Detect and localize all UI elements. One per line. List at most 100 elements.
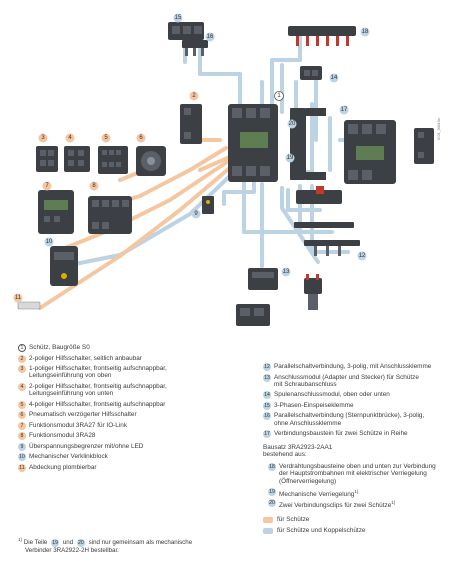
legend-text-9-0: Überspannungsbegrenzer mit/ohne LED — [29, 443, 143, 450]
legend-text-3-1: Leitungseinführung von oben — [29, 372, 167, 379]
part-terminal-module-adapter — [236, 268, 278, 326]
callout-5: 5 — [102, 134, 111, 143]
kit-badge-19: 19 — [268, 488, 276, 496]
part-coil-terminal-module — [300, 66, 322, 80]
legend-text-4-0: 2-poliger Hilfsschalter, frontseitig auf… — [29, 383, 167, 390]
svg-text:17: 17 — [341, 107, 348, 113]
footnote-line2: Verbinder 3RA2922-2H bestellbar. — [18, 547, 192, 554]
key-swatch-0 — [263, 517, 273, 523]
part-aux-switch-2-pole — [64, 146, 90, 172]
legend-item-13: 13Anschlussmodul (Adapter und Stecker) f… — [263, 374, 419, 389]
legend-item-12: 12Parallelschaltverbindung, 3-polig, mit… — [263, 363, 431, 371]
legend-text-17-0: Verbindungsbaustein für zwei Schütze in … — [274, 430, 408, 437]
svg-text:12: 12 — [359, 253, 366, 259]
callout-16: 16 — [206, 33, 215, 42]
callout-4: 4 — [66, 134, 75, 143]
kit-text-19-0: Mechanische Verriegelung1) — [279, 488, 358, 498]
svg-text:14: 14 — [331, 75, 338, 81]
kit-badge-18: 18 — [268, 463, 276, 471]
callout-1: 1 — [275, 92, 284, 101]
legend-text-7-0: Funktionsmodul 3RA27 für IO-Link — [29, 422, 127, 429]
kit-text-18-0: Verdrahtungsbausteine oben und unten zur… — [279, 463, 436, 470]
legend-text-11-0: Abdeckung plombierbar — [29, 464, 97, 471]
legend-badge-14: 14 — [263, 391, 271, 399]
callout-13: 13 — [282, 268, 291, 277]
callout-12: 12 — [358, 252, 367, 261]
part-pneumatic-delay-switch — [136, 146, 166, 176]
callout-3: 3 — [39, 134, 48, 143]
footnote-marker: 1) — [18, 537, 22, 542]
legend-badge-8: 8 — [18, 432, 26, 440]
legend-text-14-0: Spulenanschlussmodul, oben oder unten — [274, 391, 390, 398]
legend-text-16-1: ohne Anschlussklemme — [274, 420, 424, 427]
legend-text-2-0: 2-poliger Hilfsschalter, seitlich anbaub… — [29, 355, 142, 362]
footnote-before: Die Teile — [24, 539, 48, 546]
part-wiring-module-top — [288, 26, 356, 46]
footnote-mid: und — [63, 539, 73, 546]
legend-badge-15: 15 — [263, 402, 271, 410]
legend-text-13-1: mit Schraubanschluss — [274, 381, 419, 388]
legend-badge-6: 6 — [18, 411, 26, 419]
svg-text:20: 20 — [289, 121, 296, 127]
part-mechanical-latching-block — [50, 246, 78, 286]
key-item-0: für Schütze — [263, 516, 309, 523]
callout-15: 15 — [174, 14, 183, 23]
part-plug — [304, 274, 322, 310]
kit-sup-20: 1) — [391, 500, 395, 505]
part-aux-switch-1-pole — [36, 146, 58, 172]
legend-text-3-0: 1-poliger Hilfsschalter, frontseitig auf… — [29, 365, 167, 372]
kit-text-18-1: der Hauptstrombahnen mit elektrischer Ve… — [279, 470, 436, 477]
kit-sup-19: 1) — [354, 489, 358, 494]
kit-block: Bausatz 3RA2923-2AA1 bestehend aus: — [263, 444, 332, 459]
key-label-1: für Schütze und Koppelschütze — [277, 527, 365, 534]
legend-text-12-0: Parallelschaltverbindung, 3-polig, mit A… — [274, 363, 431, 370]
legend-badge-3: 3 — [18, 365, 26, 373]
callout-7: 7 — [43, 182, 52, 191]
svg-text:10: 10 — [46, 239, 53, 245]
callout-14: 14 — [330, 74, 339, 83]
kit-heading: Bausatz 3RA2923-2AA1 — [263, 444, 332, 451]
legend-text-4-1: Leitungseinführung von unten — [29, 390, 167, 397]
kit-text-18-2: (Öffnerverriegelung) — [279, 478, 436, 485]
svg-text:11: 11 — [15, 295, 22, 301]
legend-text-15-0: 3-Phasen-Einspeiseklemme — [274, 402, 354, 409]
legend-badge-7: 7 — [18, 422, 26, 430]
legend-badge-2: 2 — [18, 355, 26, 363]
part-sealable-cover — [18, 302, 40, 309]
part-lateral-auxiliary-switch-right — [414, 128, 434, 164]
kit-text-20-0: Zwei Verbindungsclips für zwei Schütze1) — [279, 499, 395, 509]
legend-badge-13: 13 — [263, 374, 271, 382]
kit-item-20: 20Zwei Verbindungsclips für zwei Schütze… — [268, 499, 395, 509]
callout-20: 20 — [288, 120, 297, 129]
legend-text-1-0: Schütz, Baugröße S0 — [29, 344, 90, 351]
callout-2: 2 — [190, 92, 199, 101]
callout-10: 10 — [45, 238, 54, 247]
legend-text-8-0: Funktionsmodul 3RA28 — [29, 432, 95, 439]
legend-text-13-0: Anschlussmodul (Adapter und Stecker) für… — [274, 374, 419, 381]
callout-8: 8 — [90, 182, 99, 191]
callout-9: 9 — [192, 210, 201, 219]
svg-text:15: 15 — [175, 15, 182, 21]
legend-badge-4: 4 — [18, 383, 26, 391]
legend-text-5-0: 4-poliger Hilfsschalter, frontseitig auf… — [29, 401, 165, 408]
callout-11: 11 — [14, 294, 23, 303]
part-contactor-right — [344, 120, 396, 184]
footnote: 1) Die Teile 19 und 20 sind nur gemeinsa… — [18, 536, 192, 554]
part-3-phase-feed-terminal — [168, 22, 204, 40]
footnote-badge-19: 19 — [51, 539, 59, 547]
part-aux-switch-4-pole — [98, 146, 128, 174]
key-item-1: für Schütze und Koppelschütze — [263, 527, 365, 534]
accessory-diagram: .lb { stroke:#bcd3e3; stroke-width:4; fi… — [0, 0, 460, 330]
kit-badge-20: 20 — [268, 499, 276, 507]
legend-badge-10: 10 — [18, 453, 26, 461]
part-parallel-link-with-terminal — [296, 186, 342, 204]
part-series-link-module — [290, 108, 326, 180]
